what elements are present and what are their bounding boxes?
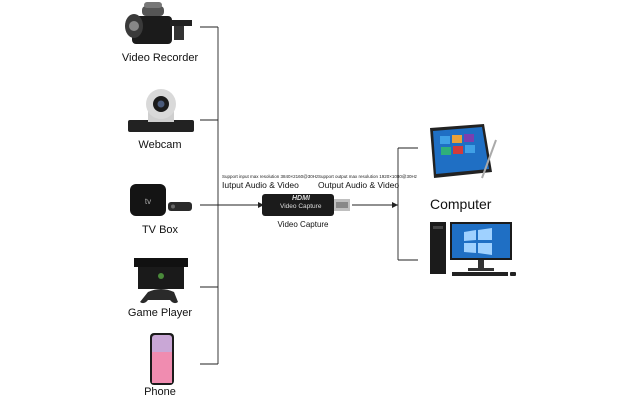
- tablet-image: [420, 122, 502, 184]
- output-resolution-note: Support output max resolution 1920×1080@…: [318, 174, 418, 179]
- output-title: Output Audio & Video: [318, 180, 400, 190]
- game-player-label: Game Player: [127, 307, 193, 319]
- webcam-label: Webcam: [138, 139, 182, 151]
- desktop-image: [424, 218, 520, 278]
- tv-box-label: TV Box: [141, 224, 179, 236]
- webcam-image: [126, 88, 196, 134]
- svg-text:tv: tv: [145, 197, 151, 206]
- phone-image: [149, 332, 175, 386]
- computer-label: Computer: [430, 196, 492, 212]
- capture-product: Video Capture: [280, 203, 322, 210]
- video-capture-image: [262, 193, 352, 217]
- input-title: Iutput Audio & Video: [222, 180, 299, 190]
- input-resolution-note: Support input max resolution 3840×2160@3…: [222, 174, 319, 179]
- phone-label: Phone: [144, 386, 176, 398]
- video-recorder-image: [122, 2, 198, 52]
- video-recorder-label: Video Recorder: [121, 52, 199, 64]
- capture-brand: HDMI: [292, 195, 310, 202]
- tv-box-image: tv: [126, 178, 196, 222]
- game-player-image: [128, 256, 194, 306]
- video-capture-label: Video Capture: [277, 220, 329, 229]
